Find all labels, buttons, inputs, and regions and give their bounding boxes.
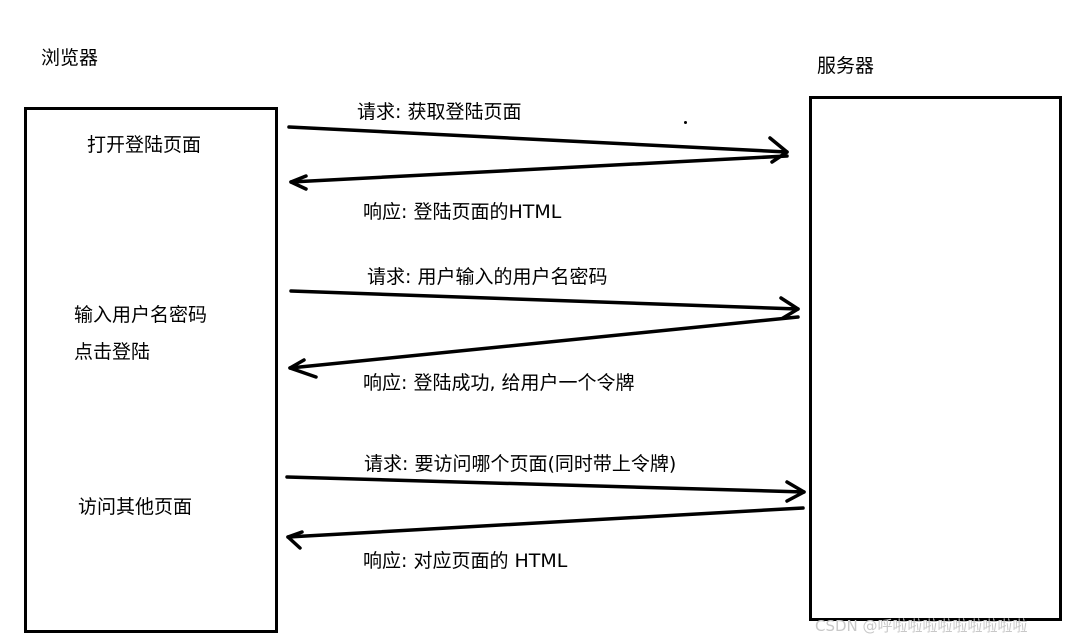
- response-arrow-2-head: [288, 358, 318, 379]
- browser-box: [24, 107, 278, 633]
- request-arrow-1-head: [768, 136, 789, 164]
- csdn-watermark: CSDN @呼啦啦啦啦啦啦啦啦啦: [815, 617, 1028, 635]
- request-arrow-2-head: [779, 296, 800, 320]
- response-arrow-3: [286, 506, 805, 539]
- browser-step-enter-credentials: 输入用户名密码: [74, 304, 208, 326]
- server-box: [809, 96, 1062, 621]
- response-label-3: 响应: 对应页面的 HTML: [363, 550, 568, 572]
- response-label-1: 响应: 登陆页面的HTML: [363, 201, 562, 223]
- request-arrow-2: [289, 289, 800, 311]
- stray-dot: [684, 121, 687, 124]
- request-arrow-3-head: [785, 480, 806, 503]
- request-arrow-3: [285, 475, 806, 494]
- response-arrow-1: [289, 154, 789, 184]
- browser-step-click-login: 点击登陆: [74, 341, 151, 363]
- request-label-1: 请求: 获取登陆页面: [357, 101, 522, 123]
- browser-step-open-login: 打开登陆页面: [87, 134, 202, 156]
- response-arrow-1-head: [289, 174, 308, 191]
- response-label-2: 响应: 登陆成功, 给用户一个令牌: [363, 372, 635, 394]
- server-title: 服务器: [817, 55, 875, 77]
- browser-step-visit-other: 访问其他页面: [78, 496, 193, 518]
- request-arrow-1: [287, 125, 789, 154]
- response-arrow-3-head: [286, 530, 304, 550]
- request-label-3: 请求: 要访问哪个页面(同时带上令牌): [364, 453, 677, 475]
- browser-title: 浏览器: [41, 47, 99, 69]
- request-label-2: 请求: 用户输入的用户名密码: [367, 266, 608, 288]
- response-arrow-2: [288, 315, 800, 370]
